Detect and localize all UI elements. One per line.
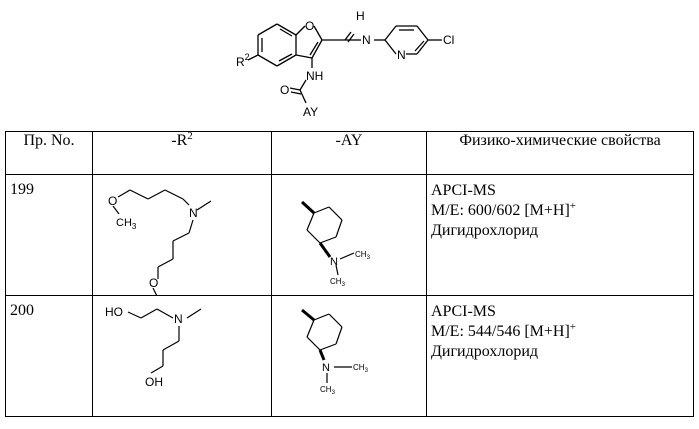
ay-structure: N CH3 CH3 [272, 296, 427, 417]
props-salt-form: Дигидрохлорид [431, 342, 689, 362]
examples-table: Пр. No. -R2 -AY Физико-химические свойст… [5, 131, 694, 417]
ay-n-label: N [330, 256, 338, 268]
scheme-chloro-label: Cl [443, 33, 454, 47]
scheme-amide-h-label: H [356, 9, 365, 23]
table-header-row: Пр. No. -R2 -AY Физико-химические свойст… [6, 132, 694, 175]
ay-structure-drawing: N CH3 CH3 [272, 296, 427, 416]
scheme-amide-n-label: N [362, 33, 371, 47]
example-number: 200 [6, 296, 93, 417]
header-example-no: Пр. No. [6, 132, 93, 175]
header-r2: -R2 [93, 132, 272, 175]
general-structure-scheme: O H N N Cl R2 NH O AY [0, 0, 699, 128]
r2-o-bottom-label: O [149, 276, 158, 290]
header-props: Физико-химические свойства [427, 132, 694, 175]
r2-oh-top-label: HO [105, 305, 123, 319]
scheme-oxygen-label: O [305, 19, 314, 33]
table-row: 200 HO N OH [6, 296, 694, 417]
ay-n-label: N [322, 362, 330, 374]
ay-ch3-down-label: CH3 [320, 385, 336, 396]
ay-ch3-down-label: CH3 [330, 277, 346, 288]
header-ay: -AY [272, 132, 427, 175]
r2-structure-drawing: O CH3 N O CH3 [93, 175, 272, 295]
scheme-ay-label: AY [303, 105, 318, 119]
table-row: 199 O CH3 [6, 175, 694, 296]
scheme-carbonyl-o-label: O [280, 83, 289, 97]
r2-n-label: N [189, 206, 198, 220]
r2-ch3-top-label: CH3 [116, 217, 137, 231]
physchem-properties: APCI-MS M/E: 544/546 [M+H]+ Дигидрохлори… [427, 296, 694, 417]
r2-structure: HO N OH [93, 296, 272, 417]
ay-ch3-right-label: CH3 [355, 250, 371, 261]
r2-o-top-label: O [108, 194, 117, 208]
scheme-pyridine-n-label: N [397, 48, 406, 62]
props-method: APCI-MS [431, 302, 689, 322]
ay-ch3-right-label: CH3 [353, 363, 369, 374]
props-mass: M/E: 544/546 [M+H]+ [431, 322, 689, 342]
physchem-properties: APCI-MS M/E: 600/602 [M+H]+ Дигидрохлори… [427, 175, 694, 296]
props-salt-form: Дигидрохлорид [431, 221, 689, 241]
r2-structure-drawing: HO N OH [93, 296, 272, 416]
r2-structure: O CH3 N O CH3 [93, 175, 272, 296]
ay-structure: N CH3 CH3 [272, 175, 427, 296]
props-mass: M/E: 600/602 [M+H]+ [431, 201, 689, 221]
ay-structure-drawing: N CH3 CH3 [272, 175, 427, 295]
r2-oh-bottom-label: OH [145, 375, 163, 389]
scheme-nh-label: NH [306, 69, 323, 83]
props-method: APCI-MS [431, 181, 689, 201]
r2-n-label: N [174, 312, 183, 326]
scheme-r2-label: R2 [236, 52, 250, 69]
example-number: 199 [6, 175, 93, 296]
